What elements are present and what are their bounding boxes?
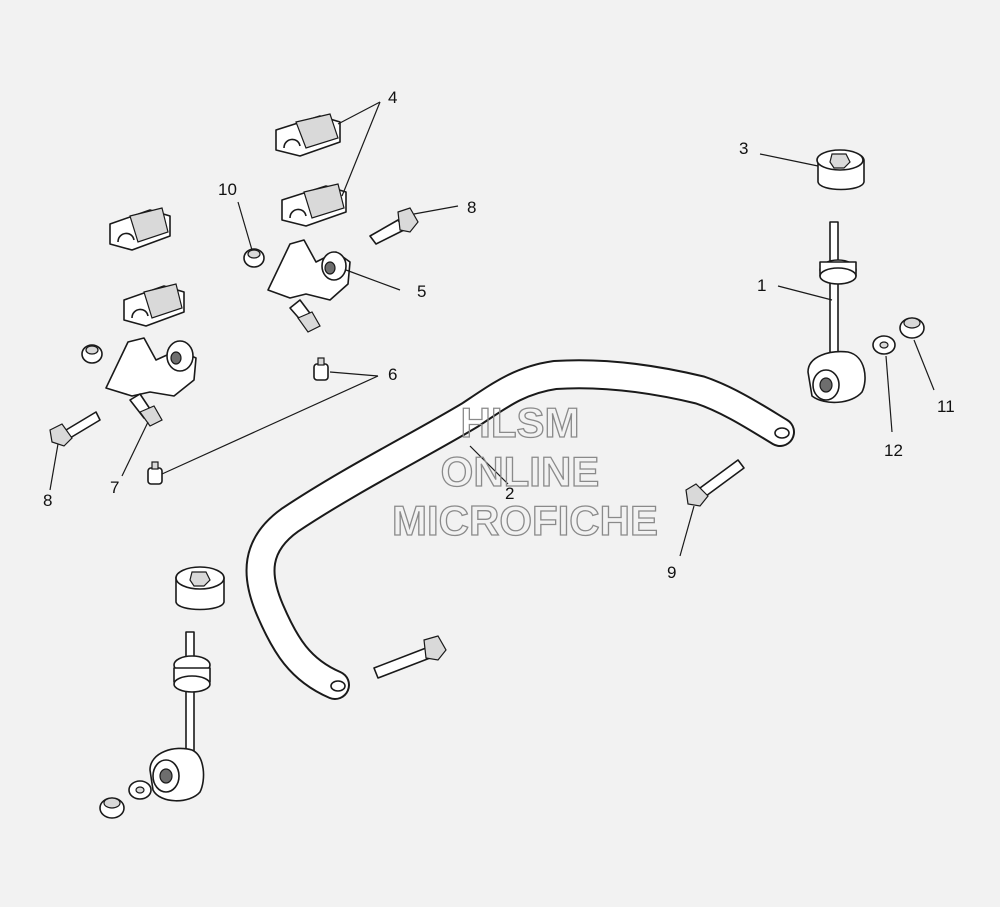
insulator-upper-left-1[interactable] bbox=[109, 207, 171, 251]
stabilizer-bar[interactable] bbox=[245, 359, 795, 700]
watermark-line-1: HLSM bbox=[461, 399, 580, 446]
callout-7: 7 bbox=[110, 478, 119, 497]
callout-12: 12 bbox=[884, 441, 903, 460]
callout-11: 11 bbox=[937, 397, 955, 416]
left-bushing[interactable] bbox=[175, 566, 225, 611]
callout-1: 1 bbox=[757, 276, 766, 295]
callout-4: 4 bbox=[388, 88, 397, 107]
watermark-line-2: ONLINE bbox=[441, 448, 600, 495]
bracket-right[interactable] bbox=[267, 239, 351, 301]
bolt-8-right[interactable] bbox=[369, 207, 419, 245]
bolt-9[interactable] bbox=[685, 459, 745, 507]
nut-10-left[interactable] bbox=[81, 344, 103, 364]
right-bushing[interactable] bbox=[816, 149, 865, 191]
nut-10-right[interactable] bbox=[243, 248, 265, 268]
insulator-upper-left-2[interactable] bbox=[123, 283, 185, 327]
insulator-upper-right-1[interactable] bbox=[275, 113, 341, 157]
callout-8-left: 8 bbox=[43, 491, 52, 510]
callout-labels: 1 2 3 4 5 6 7 8 8 9 10 11 12 bbox=[43, 88, 955, 582]
nut-11[interactable] bbox=[899, 317, 925, 339]
watermark-line-3: MICROFICHE bbox=[392, 497, 658, 544]
callout-8-right: 8 bbox=[467, 198, 476, 217]
bolt-7-right[interactable] bbox=[289, 299, 321, 333]
lower-bolt[interactable] bbox=[373, 635, 447, 679]
callout-5: 5 bbox=[417, 282, 426, 301]
left-end-link[interactable] bbox=[149, 631, 211, 802]
bracket-left[interactable] bbox=[105, 337, 197, 397]
insulator-upper-right-2[interactable] bbox=[281, 183, 347, 227]
left-washer[interactable] bbox=[128, 780, 152, 800]
callout-9: 9 bbox=[667, 563, 676, 582]
watermark: HLSM ONLINE MICROFICHE bbox=[391, 398, 658, 544]
bolt-7-left[interactable] bbox=[129, 393, 163, 427]
fitting-6-upper[interactable] bbox=[313, 357, 329, 381]
left-nut[interactable] bbox=[99, 797, 125, 819]
callout-2: 2 bbox=[505, 484, 514, 503]
callout-10: 10 bbox=[218, 180, 237, 199]
leader-lines bbox=[49, 101, 935, 557]
callout-6: 6 bbox=[388, 365, 397, 384]
callout-3: 3 bbox=[739, 139, 748, 158]
right-end-link[interactable] bbox=[807, 221, 866, 404]
washer-12[interactable] bbox=[872, 335, 896, 355]
fitting-6-lower[interactable] bbox=[147, 461, 163, 485]
bolt-8-left[interactable] bbox=[49, 411, 101, 447]
